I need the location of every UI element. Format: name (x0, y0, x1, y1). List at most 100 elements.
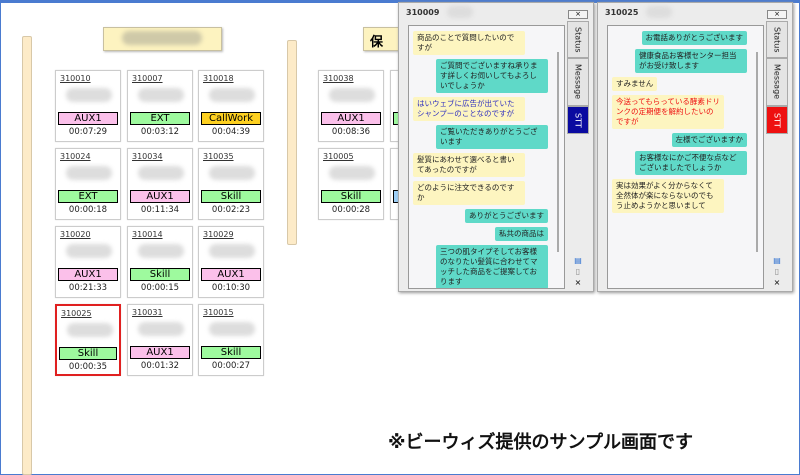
window-title: 310025 (605, 8, 639, 17)
status-badge: AUX1 (321, 112, 381, 125)
book-icon[interactable]: ▤ (574, 256, 582, 265)
status-timer: 00:00:18 (68, 205, 108, 215)
agent-message: ご質問でございますね承ります詳しくお伺いしてもよろしいでしょうか (436, 59, 548, 93)
status-timer: 00:00:28 (331, 205, 371, 215)
agent-card[interactable]: 310014 Skill 00:00:15 (127, 226, 193, 298)
agent-name-blurred (138, 244, 184, 258)
agent-id-link[interactable]: 310031 (132, 308, 163, 317)
book-icon[interactable]: ▤ (773, 256, 781, 265)
transcript-list: お電話ありがとうございます健康食品お客様センター担当 がお受け致しますすみません… (607, 25, 764, 289)
agent-name-blurred (138, 322, 184, 336)
stt-chat-window: 310009 × 商品のことで質問したいのですがご質問でございますね承ります詳し… (398, 2, 594, 292)
agent-card[interactable]: 310024 EXT 00:00:18 (55, 148, 121, 220)
stt-chat-window: 310025 × お電話ありがとうございます健康食品お客様センター担当 がお受け… (597, 2, 793, 292)
tab-message[interactable]: Message (567, 58, 589, 106)
status-timer: 00:21:33 (68, 283, 108, 293)
agent-name-blurred (66, 88, 112, 102)
status-timer: 00:08:36 (331, 127, 371, 137)
document-icon[interactable]: ▯ (575, 267, 581, 276)
status-timer: 00:02:23 (211, 205, 251, 215)
agent-id-link[interactable]: 310020 (60, 230, 91, 239)
group-divider (287, 40, 297, 245)
tab-message[interactable]: Message (766, 58, 788, 106)
customer-message: すみません (612, 77, 658, 91)
agent-message: ありがとうございます (465, 209, 548, 223)
status-badge: EXT (130, 112, 190, 125)
status-badge: Skill (201, 346, 261, 359)
agent-card[interactable]: 310029 AUX1 00:10:30 (198, 226, 264, 298)
agent-message: お電話ありがとうございます (641, 31, 747, 45)
tab-stt[interactable]: STT (766, 106, 788, 134)
agent-name-blurred (447, 6, 473, 18)
status-badge: Skill (201, 190, 261, 203)
agent-card[interactable]: 310007 EXT 00:03:12 (127, 70, 193, 142)
status-timer: 00:00:35 (68, 362, 108, 372)
agent-card[interactable]: 310031 AUX1 00:01:32 (127, 304, 193, 376)
close-button[interactable]: × (767, 10, 787, 19)
agent-card[interactable]: 310035 Skill 00:02:23 (198, 148, 264, 220)
agent-name-blurred (209, 244, 255, 258)
tab-status[interactable]: Status (766, 21, 788, 58)
customer-message: 商品のことで質問したいのですが (413, 31, 525, 55)
status-badge: Skill (321, 190, 381, 203)
status-timer: 00:00:15 (140, 283, 180, 293)
close-icon[interactable]: × (773, 278, 781, 287)
agent-id-link[interactable]: 310035 (203, 152, 234, 161)
agent-name-blurred (646, 6, 672, 18)
caption: ※ビーウィズ提供のサンプル画面です (388, 432, 693, 453)
agent-card[interactable]: 310018 CallWork 00:04:39 (198, 70, 264, 142)
agent-name-blurred (329, 88, 375, 102)
agent-card[interactable]: 310038 AUX1 00:08:36 (318, 70, 384, 142)
agent-id-link[interactable]: 310029 (203, 230, 234, 239)
status-timer: 00:04:39 (211, 127, 251, 137)
scrollbar[interactable] (756, 32, 759, 282)
agent-id-link[interactable]: 310007 (132, 74, 163, 83)
agent-id-link[interactable]: 310014 (132, 230, 163, 239)
agent-name-blurred (329, 166, 375, 180)
tab-status[interactable]: Status (567, 21, 589, 58)
agent-message: 私共の商品は (495, 227, 548, 241)
agent-name-blurred (67, 323, 113, 337)
status-badge: AUX1 (58, 268, 118, 281)
status-timer: 00:10:30 (211, 283, 251, 293)
scrollbar[interactable] (557, 32, 560, 282)
status-badge: AUX1 (58, 112, 118, 125)
agent-card[interactable]: 310005 Skill 00:00:28 (318, 148, 384, 220)
agent-id-link[interactable]: 310025 (61, 309, 92, 318)
status-badge: AUX1 (201, 268, 261, 281)
status-badge: EXT (58, 190, 118, 203)
tab-stt[interactable]: STT (567, 106, 589, 134)
agent-id-link[interactable]: 310034 (132, 152, 163, 161)
agent-id-link[interactable]: 310005 (323, 152, 354, 161)
agent-card[interactable]: 310015 Skill 00:00:27 (198, 304, 264, 376)
status-timer: 00:00:27 (211, 361, 251, 371)
close-icon[interactable]: × (574, 278, 582, 287)
agent-id-link[interactable]: 310024 (60, 152, 91, 161)
customer-message: どのように注文できるのですか (413, 181, 525, 205)
agent-name-blurred (138, 166, 184, 180)
agent-card[interactable]: 310025 Skill 00:00:35 (55, 304, 121, 376)
customer-message: 今送ってもらっている酵素ドリンクの定期便を解約したいのですが (612, 95, 724, 129)
agent-card[interactable]: 310010 AUX1 00:07:29 (55, 70, 121, 142)
status-badge: Skill (130, 268, 190, 281)
group-header (103, 27, 222, 51)
agent-message: 健康食品お客様センター担当 がお受け致します (635, 49, 752, 73)
close-button[interactable]: × (568, 10, 588, 19)
agent-id-link[interactable]: 310010 (60, 74, 91, 83)
agent-message: 左様でございますか (671, 133, 747, 147)
agent-name-blurred (138, 88, 184, 102)
agent-card[interactable]: 310020 AUX1 00:21:33 (55, 226, 121, 298)
status-badge: AUX1 (130, 190, 190, 203)
agent-id-link[interactable]: 310038 (323, 74, 354, 83)
agent-message: ご覧いただきありがとうございます (436, 125, 548, 149)
agent-id-link[interactable]: 310018 (203, 74, 234, 83)
agent-name-blurred (66, 166, 112, 180)
agent-id-link[interactable]: 310015 (203, 308, 234, 317)
document-icon[interactable]: ▯ (774, 267, 780, 276)
agent-message: お客様なにかご不便な点などございましたでしょうか (635, 151, 747, 175)
status-badge: AUX1 (130, 346, 190, 359)
agent-name-blurred (209, 322, 255, 336)
agent-card[interactable]: 310034 AUX1 00:11:34 (127, 148, 193, 220)
